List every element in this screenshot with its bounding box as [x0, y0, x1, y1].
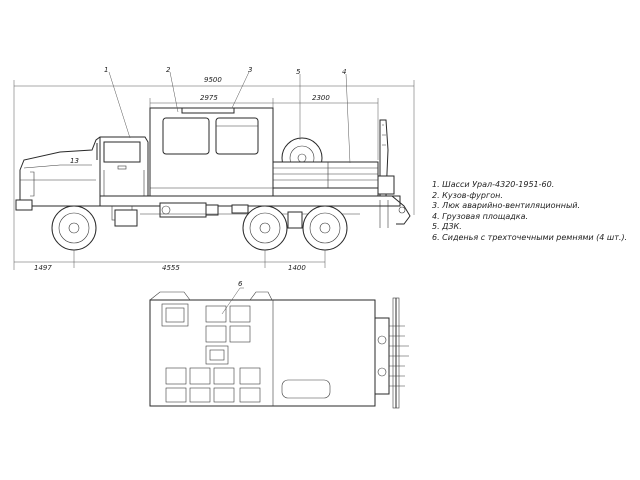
callout-2: 2 — [166, 66, 179, 113]
dimension-wheelbase-label: 4555 — [162, 264, 180, 272]
dimension-front-overhang-label: 1497 — [34, 264, 52, 272]
callout-1-label: 1 — [104, 66, 108, 74]
rear-wheel-2 — [302, 205, 348, 251]
truck-side-view: 9500 2975 2300 13 — [13, 66, 415, 272]
legend-item: 4. Грузовая площадка. — [432, 211, 529, 221]
callout-5: 5 — [296, 68, 301, 140]
legend-item: 5. ДЗК. — [432, 222, 462, 231]
dimension-platform: 2300 — [273, 94, 379, 160]
rear-crane — [377, 119, 411, 228]
van-body — [149, 107, 274, 197]
dimension-bogie: 1400 — [265, 250, 326, 272]
callout-6: 6 — [221, 280, 244, 315]
dimension-overall-length: 9500 — [13, 76, 415, 270]
dimension-overall-length-label: 9500 — [204, 76, 222, 84]
seats-group — [165, 305, 261, 403]
truck-top-view: 6 — [149, 280, 409, 409]
legend-item: 3. Люк аварийно-вентиляционный. — [432, 201, 581, 210]
dimension-body-van-label: 2975 — [200, 94, 218, 102]
dimension-platform-label: 2300 — [312, 94, 330, 102]
callout-3: 3 — [231, 66, 252, 109]
legend-item: 1. Шасси Урал-4320-1951-60. — [432, 180, 555, 189]
cargo-platform — [272, 137, 379, 197]
hood-number-label: 13 — [70, 157, 79, 165]
dimension-front-overhang: 1497 — [14, 250, 75, 272]
dimension-bogie-label: 1400 — [288, 264, 306, 272]
callout-2-label: 2 — [166, 66, 171, 74]
truck-cab: 13 — [15, 136, 149, 221]
front-wheel — [51, 205, 97, 251]
legend-item: 2. Кузов-фургон. — [432, 190, 503, 200]
callout-4-label: 4 — [342, 68, 346, 76]
rear-wheel-1 — [242, 205, 288, 251]
dimension-wheelbase: 4555 — [74, 250, 266, 272]
legend: 1. Шасси Урал-4320-1951-60. 2. Кузов-фур… — [432, 180, 637, 243]
legend-item: 6. Сиденья с трехточечными ремнями (4 шт… — [432, 232, 628, 242]
callout-4: 4 — [342, 68, 351, 164]
callout-6-label: 6 — [238, 280, 243, 288]
top-view-rear-crane — [374, 297, 409, 409]
callout-3-label: 3 — [248, 66, 252, 74]
callout-1: 1 — [104, 66, 131, 139]
callout-5-label: 5 — [296, 68, 301, 76]
